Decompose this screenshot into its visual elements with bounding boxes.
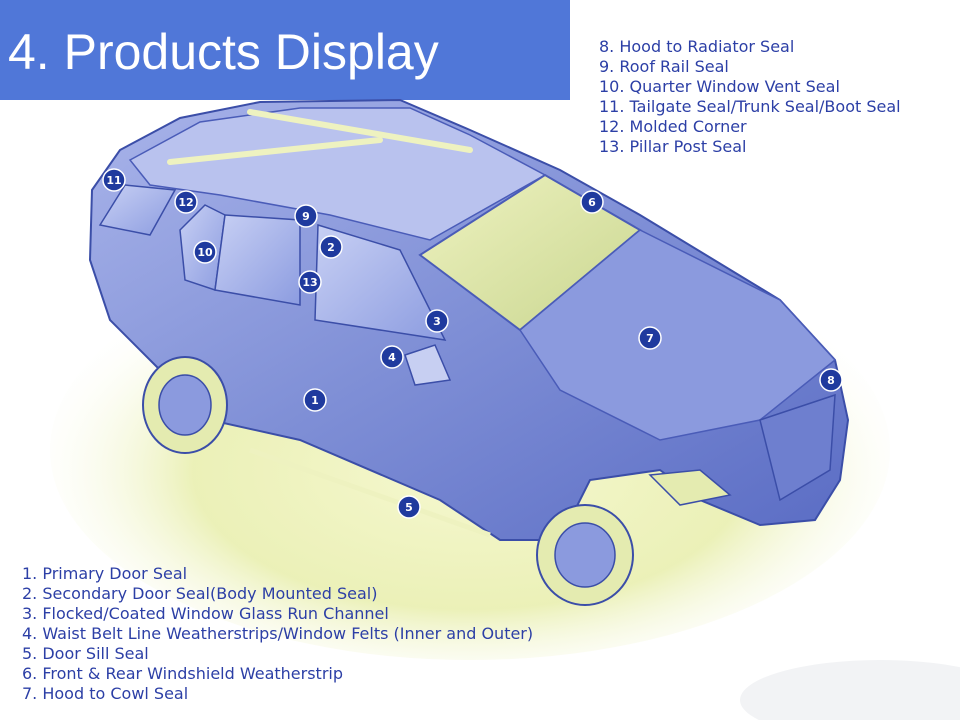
- legend-item: 5. Door Sill Seal: [22, 644, 149, 663]
- legend-item: 6. Front & Rear Windshield Weatherstrip: [22, 664, 343, 683]
- svg-text:10: 10: [197, 246, 213, 259]
- legend-item: 12. Molded Corner: [599, 117, 747, 136]
- marker-9: 9: [294, 204, 318, 228]
- legend-bottom: 1. Primary Door Seal 2. Secondary Door S…: [22, 564, 533, 704]
- rear-door-window: [214, 214, 301, 306]
- marker-13: 13: [298, 270, 322, 294]
- floor-shadow: [740, 660, 960, 720]
- marker-6: 6: [580, 190, 604, 214]
- svg-text:7: 7: [646, 332, 654, 345]
- svg-text:4: 4: [388, 351, 396, 364]
- legend-item: 2. Secondary Door Seal(Body Mounted Seal…: [22, 584, 378, 603]
- marker-5: 5: [397, 495, 421, 519]
- side-mirror: [404, 344, 452, 386]
- svg-text:9: 9: [302, 210, 310, 223]
- svg-text:6: 6: [588, 196, 596, 209]
- legend-top: 8. Hood to Radiator Seal 9. Roof Rail Se…: [599, 37, 901, 157]
- marker-8: 8: [819, 368, 843, 392]
- rear-wheel: [142, 356, 228, 454]
- marker-3: 3: [425, 309, 449, 333]
- legend-item: 7. Hood to Cowl Seal: [22, 684, 189, 703]
- marker-2: 2: [319, 235, 343, 259]
- svg-text:1: 1: [311, 394, 319, 407]
- svg-text:3: 3: [433, 315, 441, 328]
- svg-text:8: 8: [827, 374, 835, 387]
- svg-text:11: 11: [106, 174, 121, 187]
- slide-title: 4. Products Display: [8, 24, 439, 80]
- roof-rail: [167, 137, 383, 165]
- front-grille: [759, 393, 836, 502]
- roof-rail: [247, 109, 473, 153]
- legend-item: 13. Pillar Post Seal: [599, 137, 747, 156]
- legend-item: 1. Primary Door Seal: [22, 564, 188, 583]
- marker-1: 1: [303, 388, 327, 412]
- door-sill: [249, 447, 491, 538]
- front-wheel: [536, 504, 634, 606]
- hood: [519, 229, 837, 441]
- title-bar: 4. Products Display: [0, 0, 570, 100]
- rear-window: [98, 184, 177, 236]
- legend-item: 10. Quarter Window Vent Seal: [599, 77, 840, 96]
- legend-item: 3. Flocked/Coated Window Glass Run Chann…: [22, 604, 389, 623]
- marker-10: 10: [193, 240, 217, 264]
- legend-item: 8. Hood to Radiator Seal: [599, 37, 795, 56]
- legend-item: 4. Waist Belt Line Weatherstrips/Window …: [22, 624, 534, 643]
- svg-text:12: 12: [178, 196, 193, 209]
- svg-text:13: 13: [302, 276, 317, 289]
- marker-12: 12: [174, 190, 198, 214]
- headlight: [648, 469, 732, 506]
- legend-item: 9. Roof Rail Seal: [599, 57, 729, 76]
- svg-text:5: 5: [405, 501, 413, 514]
- marker-11: 11: [102, 168, 126, 192]
- svg-text:2: 2: [327, 241, 335, 254]
- marker-7: 7: [638, 326, 662, 350]
- legend-item: 11. Tailgate Seal/Trunk Seal/Boot Seal: [599, 97, 901, 116]
- marker-4: 4: [380, 345, 404, 369]
